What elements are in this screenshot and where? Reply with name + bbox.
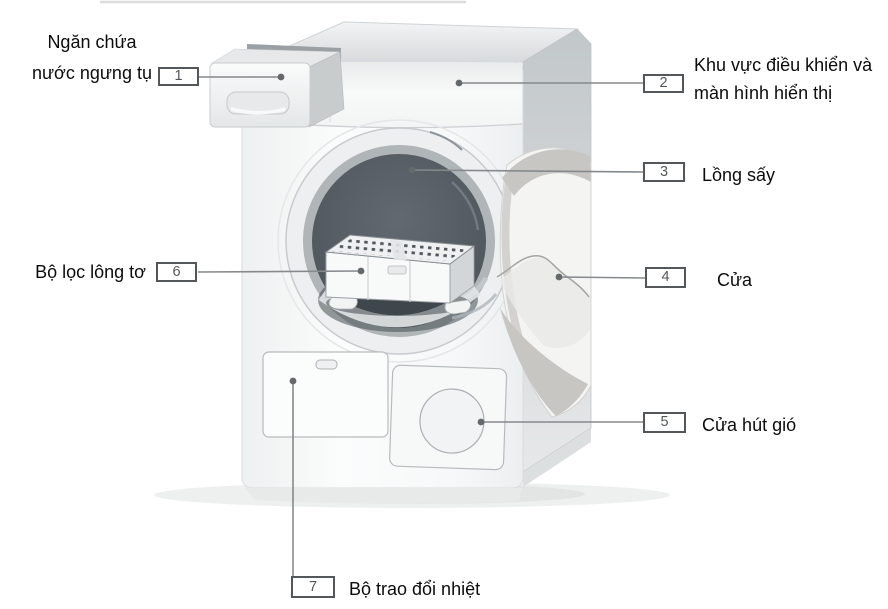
door-rim-bottom xyxy=(500,308,588,416)
dot-1 xyxy=(277,73,285,81)
callout-number-2: 2 xyxy=(659,75,668,92)
label-drum: Lồng sấy xyxy=(702,161,775,189)
dot-5 xyxy=(477,418,485,426)
door-window-inset xyxy=(500,257,590,349)
dot-7 xyxy=(289,377,297,385)
callout-box-2: 2 xyxy=(643,74,684,93)
callout-number-1: 1 xyxy=(174,68,183,85)
dot-2 xyxy=(455,79,463,87)
air-intake-panel xyxy=(389,364,508,471)
label-condensate-container: Ngăn chứa nước ngưng tụ xyxy=(12,27,172,89)
callout-box-3: 3 xyxy=(643,162,685,182)
label-7-line-1: Bộ trao đổi nhiệt xyxy=(349,579,481,599)
label-control-panel: Khu vực điều khiển và màn hình hiển thị xyxy=(694,51,872,107)
leader-6 xyxy=(197,270,362,273)
label-1-line-1: Ngăn chứa xyxy=(47,32,137,52)
door-open xyxy=(496,147,592,418)
filter-handle xyxy=(387,265,407,275)
label-5-line-1: Cửa hút gió xyxy=(702,415,797,435)
label-6-line-1: Bộ lọc lông tơ xyxy=(35,262,146,282)
callout-box-7: 7 xyxy=(291,576,335,598)
label-1-line-2: nước ngưng tụ xyxy=(32,63,152,83)
label-door: Cửa xyxy=(717,266,752,294)
door-rim-edge xyxy=(501,181,525,347)
label-2-line-2: màn hình hiển thị xyxy=(694,83,833,103)
callout-box-4: 4 xyxy=(645,267,686,288)
panel-latch xyxy=(315,359,338,370)
door-rim-top xyxy=(502,149,591,196)
callout-number-3: 3 xyxy=(659,163,669,180)
callout-box-1: 1 xyxy=(158,67,199,86)
label-lint-filter: Bộ lọc lông tơ xyxy=(0,258,146,286)
filter-foot-left xyxy=(328,296,358,310)
callout-number-5: 5 xyxy=(660,414,669,431)
label-air-intake: Cửa hút gió xyxy=(702,411,796,439)
callout-number-7: 7 xyxy=(308,578,318,595)
dot-6 xyxy=(357,267,365,275)
callout-box-6: 6 xyxy=(156,262,197,282)
label-4-line-1: Cửa xyxy=(717,270,753,290)
heat-exchanger-panel xyxy=(262,351,389,438)
lint-filter xyxy=(318,234,481,328)
callout-dots xyxy=(277,73,563,426)
dot-4 xyxy=(555,273,563,281)
callout-number-4: 4 xyxy=(661,269,670,286)
callout-lines xyxy=(197,76,647,577)
callout-box-5: 5 xyxy=(643,412,686,433)
label-heat-exchanger: Bộ trao đổi nhiệt xyxy=(349,575,480,603)
label-2-line-1: Khu vực điều khiển và xyxy=(694,55,873,75)
leader-4 xyxy=(558,276,647,279)
filter-hinge xyxy=(390,240,407,260)
dot-3 xyxy=(408,166,416,174)
service-panels xyxy=(262,351,508,471)
dryer-base xyxy=(245,488,522,504)
filter-foot-right xyxy=(444,299,471,315)
condensate-drawer xyxy=(209,44,345,128)
leader-3 xyxy=(411,169,645,173)
label-3-line-1: Lồng sấy xyxy=(702,165,776,185)
callout-number-6: 6 xyxy=(172,263,181,280)
